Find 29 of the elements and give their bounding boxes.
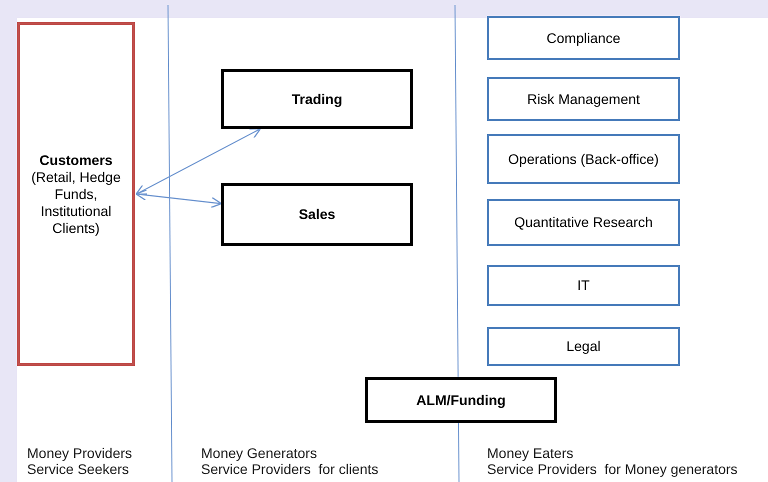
column-caption: Service Seekers xyxy=(27,461,129,477)
process-box xyxy=(221,183,413,246)
box-title: Legal xyxy=(566,338,601,355)
arrow xyxy=(135,128,262,195)
process-box xyxy=(221,69,413,129)
box-title: IT xyxy=(577,277,590,294)
box-title: ALM/Funding xyxy=(416,392,506,408)
box-title: Sales xyxy=(298,206,336,223)
box-title: Compliance xyxy=(546,30,620,46)
column-caption: Money Eaters xyxy=(487,445,574,461)
box-title: Trading xyxy=(292,90,342,108)
box-title: Operations (Back-office) xyxy=(508,150,659,168)
process-box xyxy=(487,77,680,121)
box-title: Quantitative Research xyxy=(514,214,653,231)
box-title: Risk Management xyxy=(527,90,640,108)
process-box xyxy=(487,265,680,306)
process-box xyxy=(487,199,680,246)
column-caption: Service Providers for clients xyxy=(201,461,378,477)
column-caption: Money Providers xyxy=(27,445,132,461)
process-box xyxy=(487,16,680,60)
process-box xyxy=(17,22,135,366)
process-box xyxy=(487,327,680,366)
process-box xyxy=(487,134,680,184)
box-description: (Retail, Hedge Funds, Institutional Clients) xyxy=(30,168,122,236)
process-box xyxy=(365,377,557,423)
arrow xyxy=(135,189,222,208)
column-caption: Service Providers for Money generators xyxy=(487,461,738,477)
column-caption: Money Generators xyxy=(201,445,317,461)
box-title: Customers xyxy=(39,152,113,168)
